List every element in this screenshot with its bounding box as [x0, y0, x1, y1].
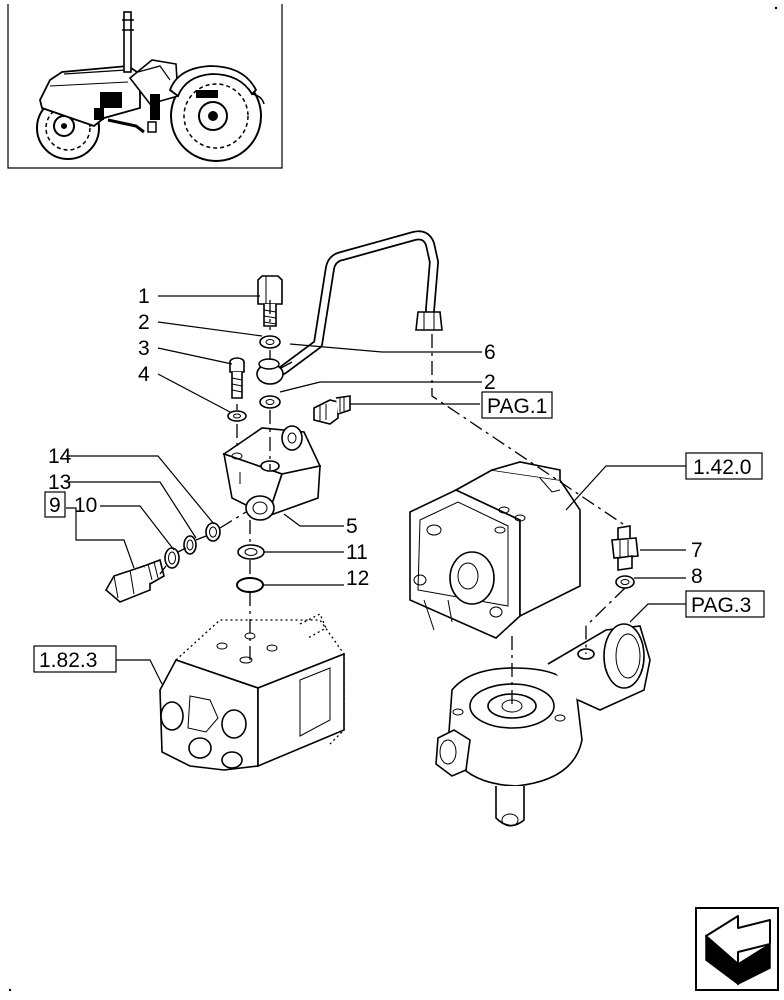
callout-4: 4 — [138, 363, 150, 386]
callout-9: 9 — [49, 494, 61, 517]
o-ring-part-13 — [164, 547, 180, 569]
callout-7: 7 — [691, 539, 703, 562]
fitting-pag1 — [313, 395, 351, 425]
washer-part-8 — [615, 575, 635, 589]
washer-part-11 — [237, 544, 265, 560]
callout-3: 3 — [138, 337, 150, 360]
washer-part-14 — [205, 522, 221, 542]
washer-part-4 — [227, 410, 247, 422]
fitting-part-7 — [611, 525, 639, 571]
next-page-arrow-icon[interactable] — [695, 907, 779, 991]
washer-part-2-lower — [259, 395, 281, 409]
leader-lines — [66, 295, 686, 685]
reference-pag1-box — [481, 391, 553, 419]
pump-1-42-0 — [409, 461, 581, 639]
plug-part-10 — [104, 558, 165, 603]
callout-14: 14 — [48, 445, 72, 468]
washer-part-2 — [259, 335, 281, 349]
callout-12: 12 — [346, 567, 369, 590]
callout-6: 6 — [484, 341, 496, 364]
bolt-part-1 — [257, 275, 283, 327]
o-ring-part-13b — [183, 535, 197, 555]
reference-1-82-3: 1.82.3 — [39, 649, 97, 672]
callout-2-lower: 2 — [484, 371, 496, 394]
reference-1-82-3-box — [33, 645, 117, 673]
reference-1-42-0: 1.42.0 — [693, 456, 751, 479]
housing-pag3 — [435, 623, 651, 827]
callout-8: 8 — [691, 565, 703, 588]
pump-1-82-3 — [159, 613, 345, 771]
reference-pag1: PAG.1 — [487, 395, 547, 418]
callout-1: 1 — [138, 285, 150, 308]
callout-10: 10 — [74, 494, 97, 517]
o-ring-part-12 — [236, 577, 264, 593]
tractor-thumbnail-icon — [36, 11, 265, 162]
screw-part-3 — [229, 357, 245, 399]
center-lines — [159, 300, 627, 704]
corner-dot — [8, 988, 12, 992]
callout-11: 11 — [346, 541, 368, 564]
callout-2: 2 — [138, 311, 150, 334]
reference-1-42-0-box — [685, 452, 763, 480]
pipe-part-6 — [256, 230, 443, 385]
callout-9-box — [44, 491, 66, 518]
corner-dot-top — [774, 6, 778, 10]
reference-pag3-box — [685, 590, 765, 618]
reference-pag3: PAG.3 — [691, 594, 751, 617]
callout-13: 13 — [48, 471, 71, 494]
valve-block-part-5 — [222, 425, 322, 521]
callout-5: 5 — [346, 515, 358, 538]
tractor-thumbnail — [7, 4, 283, 169]
